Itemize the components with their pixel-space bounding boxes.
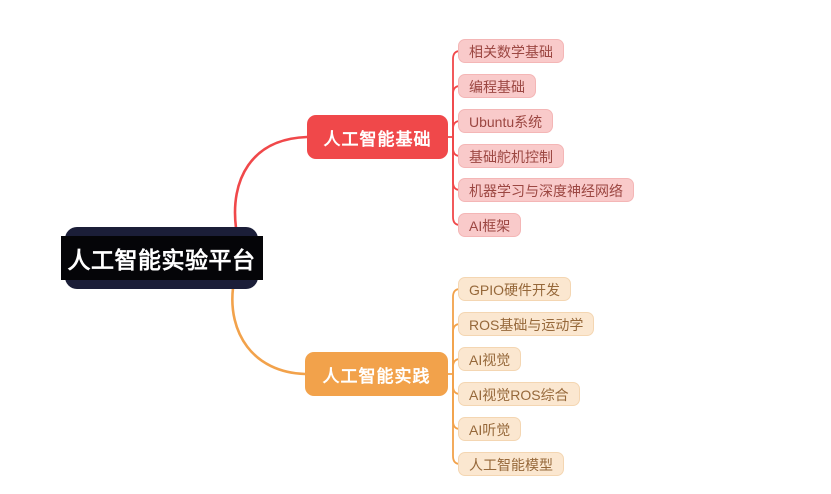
topic-node-ros-kinematics[interactable]: ROS基础与运动学: [458, 312, 595, 336]
topic-node-ai-hearing[interactable]: AI听觉: [458, 417, 522, 441]
branch-node-ai-basics[interactable]: 人工智能基础: [307, 115, 448, 159]
topic-node-programming-basics[interactable]: 编程基础: [458, 74, 536, 98]
topic-node-ai-vision-ros[interactable]: AI视觉ROS综合: [458, 382, 580, 406]
topic-node-ai-model[interactable]: 人工智能模型: [458, 452, 564, 476]
branch-ai-basics-label: 人工智能基础: [323, 129, 432, 149]
topic-node-ai-framework[interactable]: AI框架: [458, 213, 522, 237]
topic-node-ai-vision[interactable]: AI视觉: [458, 347, 522, 371]
topic-node-gpio-hardware[interactable]: GPIO硬件开发: [458, 277, 572, 301]
connector-root-to-ai-practice: [231, 286, 307, 376]
branch-node-ai-practice[interactable]: 人工智能实践: [305, 352, 448, 396]
branch-ai-practice-label: 人工智能实践: [322, 366, 431, 386]
connector-root-to-ai-basics: [233, 135, 309, 230]
topic-node-ubuntu-system[interactable]: Ubuntu系统: [458, 109, 554, 133]
topic-node-math-basics[interactable]: 相关数学基础: [458, 39, 564, 63]
topic-node-ml-deep-neural-networks[interactable]: 机器学习与深度神经网络: [458, 178, 634, 202]
root-node[interactable]: 人工智能实验平台: [60, 227, 263, 289]
root-node-label: 人工智能实验平台: [60, 236, 263, 280]
topic-node-servo-control[interactable]: 基础舵机控制: [458, 144, 564, 168]
